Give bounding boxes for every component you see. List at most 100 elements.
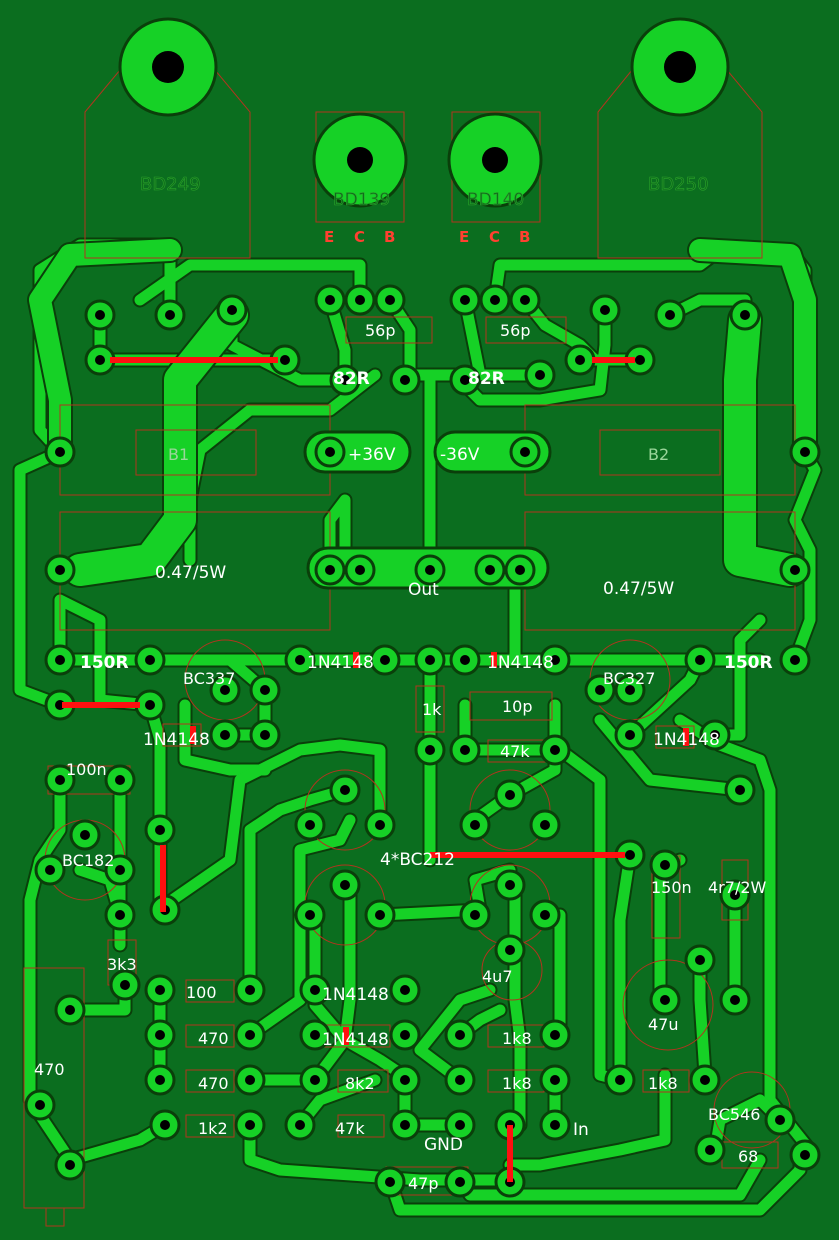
drill-hole <box>600 305 610 315</box>
mounting-hole <box>118 17 730 208</box>
drill-hole <box>425 565 435 575</box>
drill-hole <box>310 1030 320 1040</box>
drill-hole <box>540 910 550 920</box>
label-b1: B1 <box>168 445 189 464</box>
drill-hole <box>155 985 165 995</box>
drill-hole <box>115 865 125 875</box>
label-r047-right: 0.47/5W <box>603 579 674 599</box>
label-d1n4148-e: 1N4148 <box>322 985 389 1005</box>
drill-hole <box>695 955 705 965</box>
drill-hole <box>455 1177 465 1187</box>
drill-hole <box>115 910 125 920</box>
pads <box>24 17 821 1198</box>
drill-hole <box>355 295 365 305</box>
drill-hole <box>260 730 270 740</box>
pin-c-right: C <box>489 228 500 246</box>
drill-hole <box>660 860 670 870</box>
drill-hole <box>227 305 237 315</box>
drill-hole <box>400 1120 410 1130</box>
drill-hole <box>295 1120 305 1130</box>
drill-hole <box>115 775 125 785</box>
drill-hole <box>800 447 810 457</box>
drill-hole <box>470 820 480 830</box>
label-470-b: 470 <box>198 1074 229 1093</box>
drill-hole <box>625 685 635 695</box>
label-bc182: BC182 <box>62 851 114 870</box>
drill-hole <box>710 730 720 740</box>
drill-hole <box>505 790 515 800</box>
drill-hole <box>305 820 315 830</box>
drill-hole <box>165 310 175 320</box>
drill-hole <box>245 1075 255 1085</box>
label-47p: 47p <box>408 1174 439 1193</box>
drill-hole <box>460 295 470 305</box>
drill-hole <box>775 1115 785 1125</box>
label-10p: 10p <box>502 697 533 716</box>
label-47k-bottom: 47k <box>335 1119 365 1138</box>
drill-hole <box>635 355 645 365</box>
drill-hole <box>325 447 335 457</box>
label-4u7: 4u7 <box>482 967 513 986</box>
drill-hole <box>485 565 495 575</box>
drill-hole <box>295 655 305 665</box>
label-47k-top: 47k <box>500 742 530 761</box>
drill-hole <box>615 1075 625 1085</box>
label-r82r-right: 82R <box>468 369 505 389</box>
drill-hole <box>310 985 320 995</box>
label-3k3: 3k3 <box>107 955 137 974</box>
drill-hole <box>575 355 585 365</box>
label-470-pot: 470 <box>34 1060 65 1079</box>
drill-hole <box>730 890 740 900</box>
drill-hole <box>695 655 705 665</box>
drill-hole <box>625 850 635 860</box>
drill-hole <box>245 1120 255 1130</box>
label-150n: 150n <box>651 878 692 897</box>
drill-hole <box>305 910 315 920</box>
drill-hole <box>380 655 390 665</box>
label-1k8-b: 1k8 <box>502 1074 532 1093</box>
drill-hole <box>220 685 230 695</box>
drill-hole <box>520 295 530 305</box>
label-bc337: BC337 <box>183 669 235 688</box>
drill-hole <box>400 1075 410 1085</box>
drill-hole <box>55 775 65 785</box>
label-47u: 47u <box>648 1015 679 1034</box>
drill-hole <box>455 1030 465 1040</box>
label-1k8-c: 1k8 <box>648 1074 678 1093</box>
drill-hole <box>595 685 605 695</box>
drill-hole <box>95 310 105 320</box>
drill-hole <box>310 1075 320 1085</box>
drill-hole <box>55 565 65 575</box>
pin-e-left: E <box>324 228 334 246</box>
label-1k8-a: 1k8 <box>502 1029 532 1048</box>
drill-hole <box>705 1145 715 1155</box>
label-gnd: GND <box>424 1135 463 1155</box>
drill-hole <box>325 295 335 305</box>
drill-hole <box>520 447 530 457</box>
label-100n: 100n <box>66 760 107 779</box>
label-bc546: BC546 <box>708 1105 760 1124</box>
drill-hole <box>505 945 515 955</box>
drill-hole <box>400 985 410 995</box>
drill-hole <box>665 310 675 320</box>
drill-hole <box>340 375 350 385</box>
drill-hole <box>160 1120 170 1130</box>
drill-hole <box>505 880 515 890</box>
drill-hole <box>155 825 165 835</box>
drill-hole <box>425 655 435 665</box>
drill-hole <box>800 1150 810 1160</box>
drill-hole <box>455 1120 465 1130</box>
drill-hole <box>325 565 335 575</box>
drill-hole <box>460 375 470 385</box>
label-r82r-left: 82R <box>333 369 370 389</box>
label-1k2: 1k2 <box>198 1119 228 1138</box>
drill-hole <box>245 985 255 995</box>
drill-hole <box>95 355 105 365</box>
label-minus-supply: -36V <box>440 445 480 465</box>
drill-hole <box>145 655 155 665</box>
label-100: 100 <box>186 983 217 1002</box>
drill-hole <box>425 745 435 755</box>
drill-hole <box>375 820 385 830</box>
label-r150r-right: 150R <box>724 653 773 673</box>
